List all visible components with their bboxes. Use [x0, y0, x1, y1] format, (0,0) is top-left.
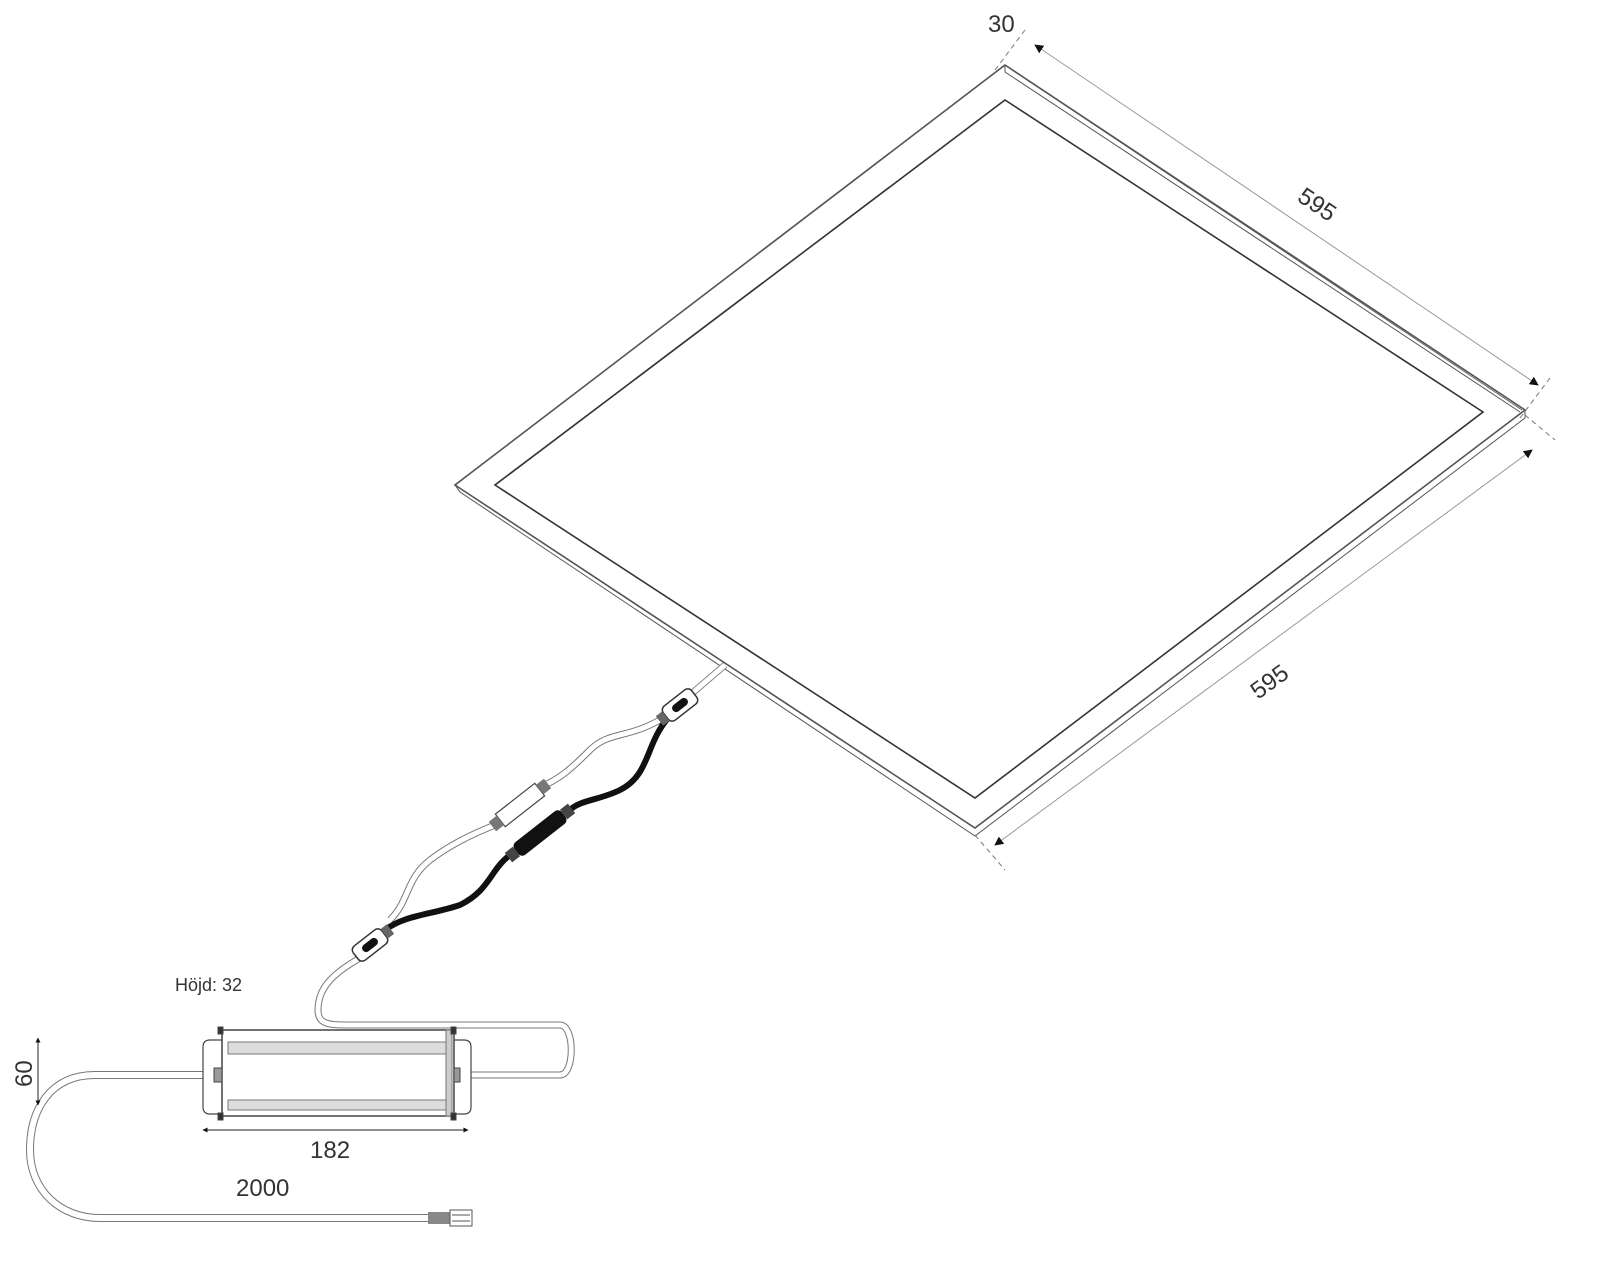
white-cable	[387, 712, 670, 923]
dimension-line-width	[994, 449, 1533, 846]
panel-width-label: 595	[1246, 659, 1294, 704]
cable-length-label: 2000	[236, 1175, 289, 1202]
connection-cables	[25, 662, 728, 1222]
black-cable	[383, 716, 671, 933]
connector-white	[488, 778, 552, 832]
dimension-line-length	[1034, 44, 1539, 386]
led-driver	[202, 1026, 472, 1121]
driver-length-label: 182	[310, 1137, 350, 1164]
led-panel	[453, 64, 1527, 837]
panel-outer-frame	[453, 64, 1527, 829]
connector-black	[504, 803, 576, 863]
driver-width-label: 60	[11, 1060, 38, 1087]
cable-connectors	[351, 688, 699, 1227]
frame-depth-label: 30	[988, 11, 1015, 38]
connector-bottom	[351, 924, 395, 962]
plug-end-icon	[428, 1209, 473, 1227]
panel-length-label: 595	[1293, 183, 1341, 228]
driver-height-note: Höjd: 32	[175, 975, 242, 995]
dimension-lines	[974, 29, 1556, 871]
connector-top	[655, 688, 699, 726]
panel-frame-edge	[454, 410, 1526, 837]
